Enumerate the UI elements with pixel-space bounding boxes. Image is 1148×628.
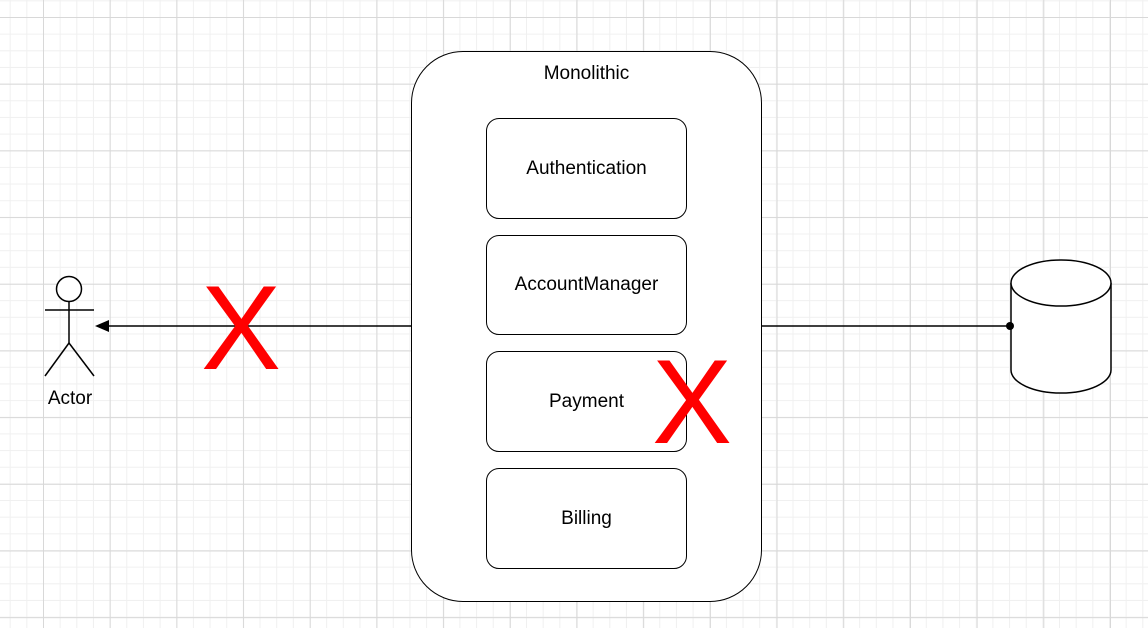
- failure-x-icon: X: [201, 261, 282, 395]
- authentication-module[interactable]: Authentication: [486, 118, 687, 219]
- connection-point-icon: [1006, 322, 1014, 330]
- arrowhead-icon: [95, 320, 109, 332]
- database-icon[interactable]: [1010, 259, 1112, 394]
- module-label: Payment: [549, 390, 624, 412]
- actor-label: Actor: [47, 388, 93, 409]
- actor-icon[interactable]: [44, 275, 95, 377]
- failure-x-icon: X: [652, 335, 733, 469]
- billing-module[interactable]: Billing: [486, 468, 687, 569]
- module-label: Billing: [561, 507, 612, 529]
- account-manager-module[interactable]: AccountManager: [486, 235, 687, 335]
- payment-module[interactable]: Payment: [486, 351, 687, 452]
- module-label: Authentication: [526, 157, 647, 179]
- module-label: AccountManager: [514, 274, 659, 295]
- container-label: Monolithic: [543, 63, 630, 84]
